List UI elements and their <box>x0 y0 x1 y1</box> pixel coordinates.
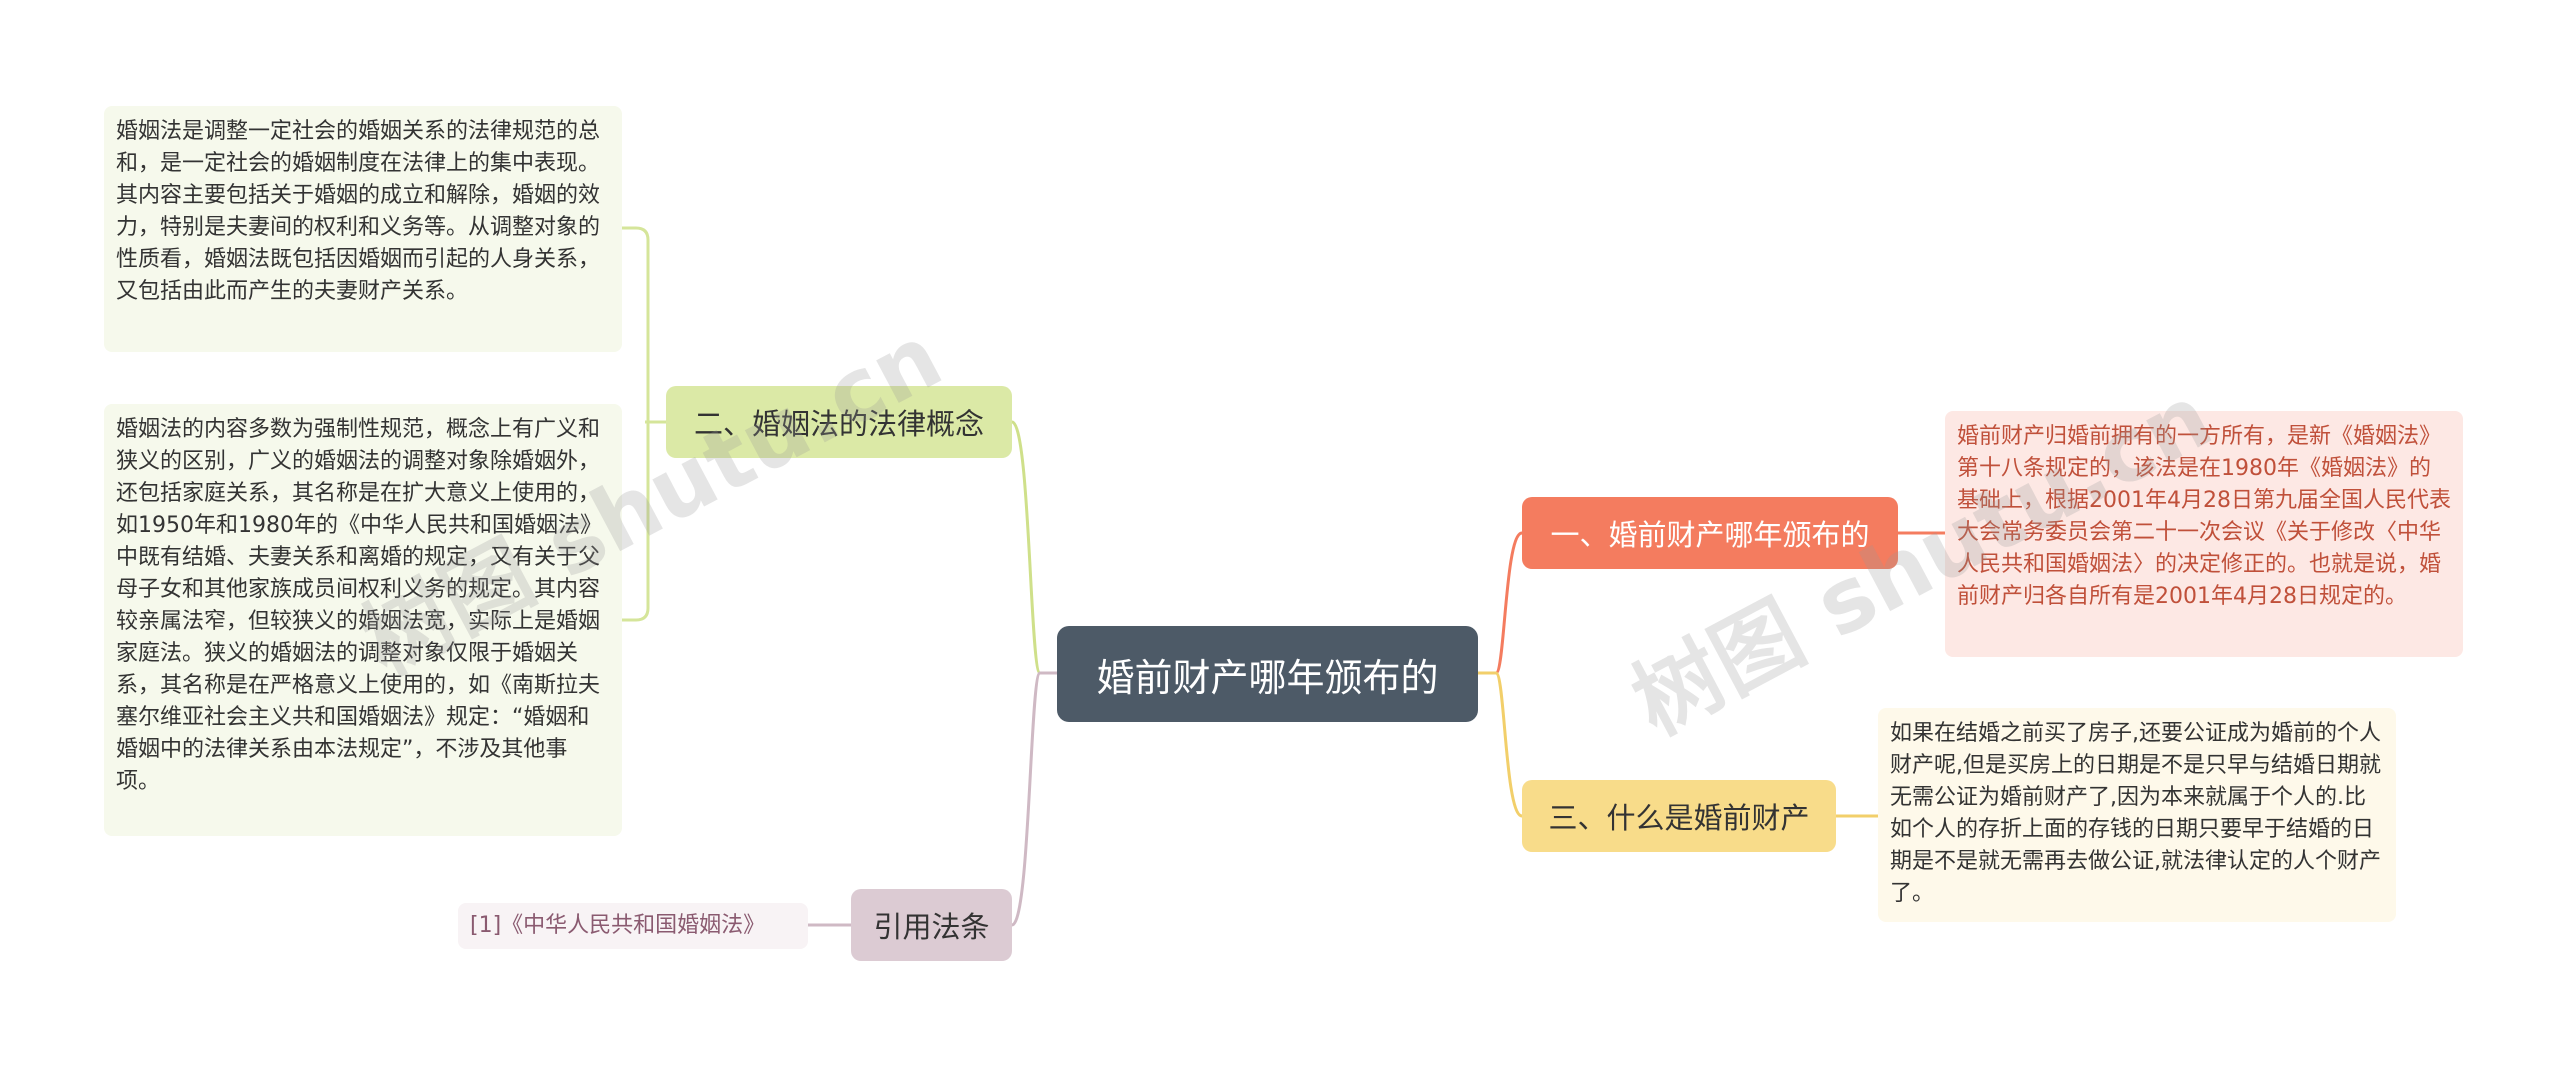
leaf-b4-citation[interactable]: [1]《中华人民共和国婚姻法》 <box>458 903 808 949</box>
root-node[interactable]: 婚前财产哪年颁布的 <box>1057 626 1478 722</box>
connector-root-b2 <box>1010 420 1057 675</box>
branch-node-b1[interactable]: 一、婚前财产哪年颁布的 <box>1522 497 1898 569</box>
connector-root-b4 <box>1010 671 1057 927</box>
branch-node-b4[interactable]: 引用法条 <box>851 889 1012 961</box>
leaf-b2-text-2: 婚姻法的内容多数为强制性规范，概念上有广义和狭义的区别，广义的婚姻法的调整对象除… <box>104 404 622 836</box>
leaf-b2-text-1: 婚姻法是调整一定社会的婚姻关系的法律规范的总和，是一定社会的婚姻制度在法律上的集… <box>104 106 622 352</box>
leaf-b1-text: 婚前财产归婚前拥有的一方所有，是新《婚姻法》第十八条规定的，该法是在1980年《… <box>1945 411 2463 657</box>
connector-root-b1 <box>1478 531 1523 675</box>
leaf-b3-text: 如果在结婚之前买了房子,还要公证成为婚前的个人财产呢,但是买房上的日期是不是只早… <box>1878 708 2396 922</box>
branch-node-b3[interactable]: 三、什么是婚前财产 <box>1522 780 1836 852</box>
connector-b2-leaves <box>622 226 666 622</box>
connector-root-b3 <box>1478 671 1523 818</box>
branch-node-b2[interactable]: 二、婚姻法的法律概念 <box>666 386 1012 458</box>
